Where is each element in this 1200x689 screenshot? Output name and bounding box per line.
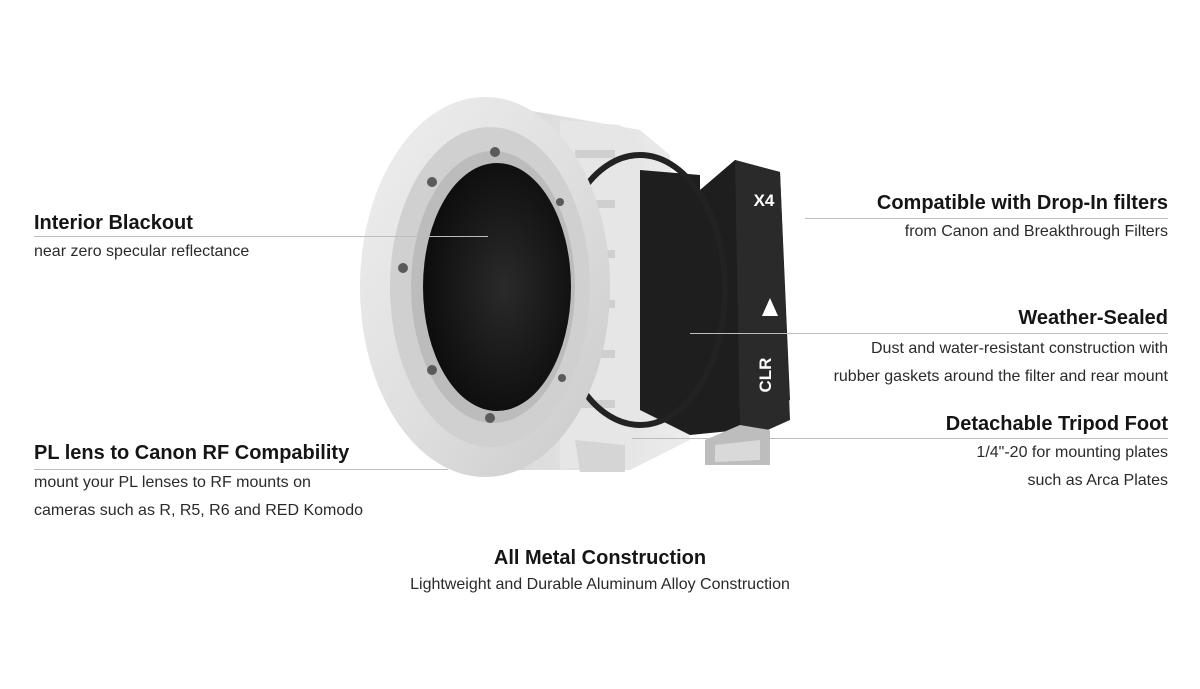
all-metal-desc: Lightweight and Durable Aluminum Alloy C… (410, 576, 790, 593)
all-metal-title: All Metal Construction (493, 547, 707, 569)
pl-mount-ring (360, 97, 610, 477)
brand-label: CLR (756, 358, 775, 393)
pl-to-rf-desc-line1: mount your PL lenses to RF mounts on (34, 474, 311, 491)
drop-in-title: Compatible with Drop-In filters (876, 192, 1168, 214)
interior-blackout-desc: near zero specular reflectance (34, 243, 250, 260)
weather-sealed-desc-line1: Dust and water-resistant construction wi… (870, 340, 1168, 357)
tripod-foot-title: Detachable Tripod Foot (945, 413, 1168, 435)
interior-blackout-area (423, 163, 571, 411)
pl-to-rf-title: PL lens to Canon RF Compability (34, 442, 350, 464)
weather-sealed-leader-line (690, 333, 1168, 334)
interior-blackout-leader-line (34, 236, 488, 237)
weather-sealed-desc-line2: rubber gaskets around the filter and rea… (833, 368, 1168, 385)
tripod-foot (705, 425, 770, 465)
drop-in-desc: from Canon and Breakthrough Filters (904, 223, 1168, 240)
pl-to-rf-leader-line (34, 469, 448, 470)
filter-label: X4 (754, 191, 775, 210)
weather-sealed-title: Weather-Sealed (1018, 307, 1168, 329)
interior-blackout-title: Interior Blackout (34, 212, 193, 234)
callout-tripod-foot: Detachable Tripod Foot 1/4"-20 for mount… (946, 411, 1168, 495)
callout-interior-blackout: Interior Blackout near zero specular ref… (34, 210, 249, 266)
pl-to-rf-desc-line2: cameras such as R, R5, R6 and RED Komodo (34, 502, 364, 519)
callout-all-metal: All Metal Construction Lightweight and D… (300, 545, 900, 599)
tripod-foot-desc-line1: 1/4"-20 for mounting plates (976, 444, 1168, 461)
callout-drop-in: Compatible with Drop-In filters from Can… (877, 190, 1168, 246)
tripod-foot-leader-line (632, 438, 1168, 439)
callout-weather-sealed: Weather-Sealed Dust and water-resistant … (834, 305, 1168, 391)
filter-drawer: X4 CLR (640, 160, 790, 440)
tripod-foot-desc-line2: such as Arca Plates (1027, 472, 1168, 489)
up-triangle-icon (762, 298, 778, 316)
drop-in-leader-line (805, 218, 1168, 219)
callout-pl-to-rf: PL lens to Canon RF Compability mount yo… (34, 440, 363, 525)
